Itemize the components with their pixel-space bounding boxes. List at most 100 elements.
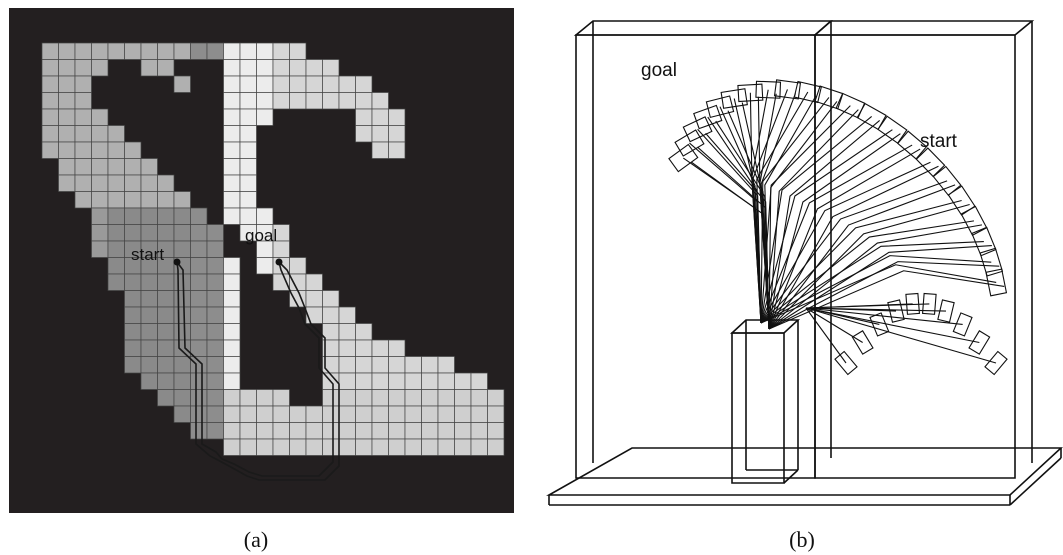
- grid-cell: [223, 207, 241, 225]
- start-point: [173, 258, 181, 266]
- grid-cell: [305, 405, 323, 423]
- grid-cell: [388, 356, 406, 374]
- grid-cell: [223, 257, 241, 275]
- goal-point: [275, 258, 283, 266]
- grid-cell: [91, 224, 109, 242]
- grid-cell: [355, 125, 373, 143]
- grid-cell: [124, 356, 142, 374]
- grid-cell: [371, 141, 389, 159]
- grid-cell: [107, 141, 125, 159]
- goal-label: goal: [245, 226, 277, 245]
- grid-cell: [338, 405, 356, 423]
- grid-cell: [421, 438, 439, 456]
- grid-cell: [272, 42, 290, 60]
- grid-cell: [322, 438, 340, 456]
- grid-cell: [371, 92, 389, 110]
- grid-cell: [256, 59, 274, 77]
- grid-cell: [140, 356, 158, 374]
- grid-cell: [470, 405, 488, 423]
- grid-cell: [124, 224, 142, 242]
- grid-cell: [91, 207, 109, 225]
- grid-cell: [157, 323, 175, 341]
- grid-cell: [206, 389, 224, 407]
- grid-cell: [355, 323, 373, 341]
- grid-cell: [223, 356, 241, 374]
- arm-link: [805, 307, 847, 364]
- arm-link: [805, 303, 930, 309]
- grid-cell: [289, 257, 307, 275]
- grid-cell: [107, 224, 125, 242]
- floor-edge: [1009, 457, 1062, 506]
- arm-link: [760, 264, 997, 324]
- grid-cell: [190, 42, 208, 60]
- grid-cell: [41, 59, 59, 77]
- grid-cell: [140, 306, 158, 324]
- grid-cell: [437, 372, 455, 390]
- grid-cell: [289, 422, 307, 440]
- grid-cell: [157, 207, 175, 225]
- gripper: [985, 268, 1008, 297]
- grid-cell: [289, 92, 307, 110]
- grid-cell: [470, 422, 488, 440]
- grid-cell: [454, 405, 472, 423]
- grid-cell: [140, 174, 158, 192]
- grid-cell: [338, 389, 356, 407]
- grid-cell: [355, 92, 373, 110]
- grid-cell: [140, 323, 158, 341]
- arm-link: [760, 240, 984, 324]
- grid-cell: [355, 75, 373, 93]
- grid-cell: [487, 422, 505, 440]
- grid-cell: [140, 59, 158, 77]
- grid-cell: [437, 422, 455, 440]
- grid-cell: [256, 42, 274, 60]
- gripper: [814, 85, 844, 110]
- grid-cell: [371, 339, 389, 357]
- grid-cell: [223, 290, 241, 308]
- grid-cell: [355, 438, 373, 456]
- grid-cell: [388, 438, 406, 456]
- grid-cell: [107, 257, 125, 275]
- grid-cell: [91, 108, 109, 126]
- grid-cell: [239, 422, 257, 440]
- grid-cell: [173, 339, 191, 357]
- grid-cell: [239, 92, 257, 110]
- grid-cell: [223, 75, 241, 93]
- grid-cell: [223, 438, 241, 456]
- grid-cell: [272, 405, 290, 423]
- grid-cell: [124, 290, 142, 308]
- grid-cell: [190, 339, 208, 357]
- grid-cell: [305, 92, 323, 110]
- grid-cell: [206, 257, 224, 275]
- grid-cell: [107, 42, 125, 60]
- grid-cell: [91, 174, 109, 192]
- grid-cell: [173, 372, 191, 390]
- floor-plane: [546, 447, 1063, 496]
- arm-link: [805, 307, 863, 343]
- grid-cell: [437, 405, 455, 423]
- gripper: [705, 95, 735, 119]
- grid-cell: [239, 125, 257, 143]
- grid-cell: [470, 389, 488, 407]
- grid-cell: [107, 273, 125, 291]
- grid-cell: [107, 207, 125, 225]
- gripper: [755, 80, 782, 99]
- grid-cell: [173, 290, 191, 308]
- grid-cell: [272, 389, 290, 407]
- grid-cell: [338, 306, 356, 324]
- grid-cell: [239, 75, 257, 93]
- grid-cell: [371, 405, 389, 423]
- grid-cell: [305, 75, 323, 93]
- grid-cell: [91, 42, 109, 60]
- grid-cell: [173, 323, 191, 341]
- grid-cell: [124, 339, 142, 357]
- grid-cell: [322, 59, 340, 77]
- grid-cell: [74, 174, 92, 192]
- grid-cell: [289, 75, 307, 93]
- grid-cell: [371, 372, 389, 390]
- grid-cell: [338, 92, 356, 110]
- grid-cell: [91, 158, 109, 176]
- grid-cell: [173, 356, 191, 374]
- gripper: [960, 205, 988, 236]
- grid-cell: [190, 240, 208, 258]
- grid-cell: [140, 224, 158, 242]
